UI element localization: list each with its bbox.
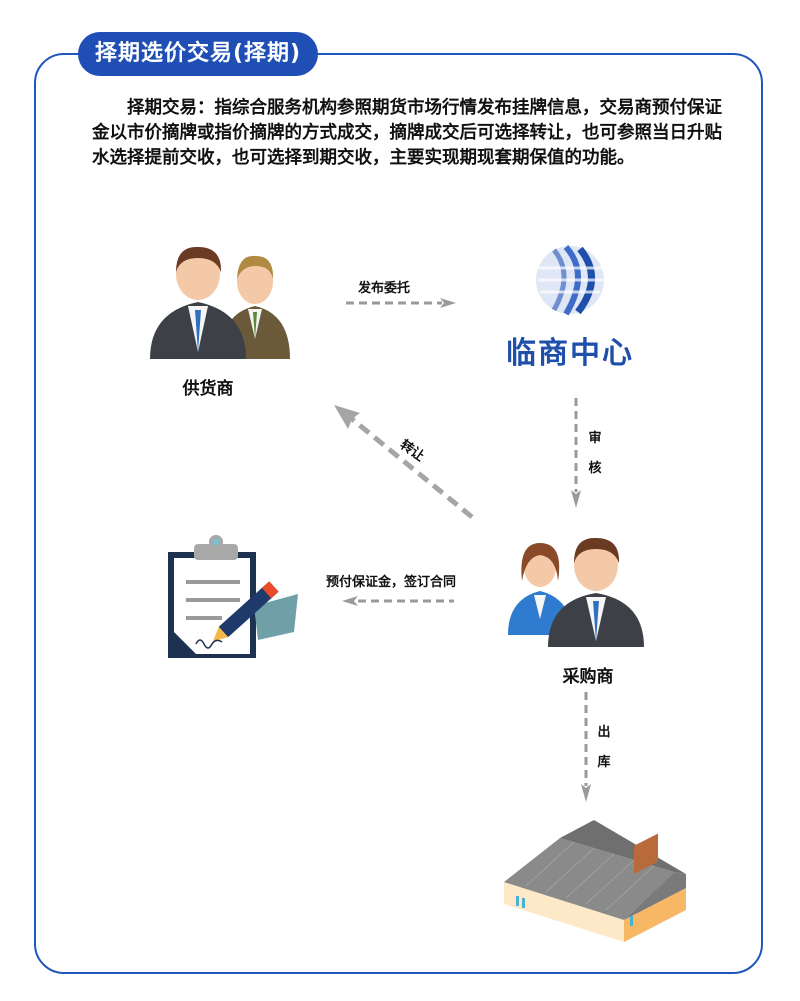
outbound-arrow (581, 692, 591, 802)
supplier-label: 供货商 (182, 379, 234, 399)
outbound-label: 出 库 (596, 718, 612, 778)
review-label-char: 核 (588, 461, 602, 476)
publish-arrow (346, 298, 456, 308)
center-label: 临商中心 (506, 336, 634, 371)
clipboard-contract-icon (168, 535, 298, 658)
globe-logo-icon (536, 245, 604, 316)
supplier-people-icon (150, 246, 290, 359)
diagram-frame (34, 53, 763, 974)
review-label-char: 审 (588, 431, 602, 446)
outbound-label-char: 出 (597, 725, 611, 740)
intro-paragraph: 择期交易：指综合服务机构参照期货市场行情发布挂牌信息，交易商预付保证金以市价摘牌… (92, 96, 732, 171)
outbound-label-char: 库 (597, 755, 611, 770)
review-arrow (571, 398, 581, 508)
purchaser-label: 采购商 (562, 667, 614, 687)
sign-label: 预付保证金，签订合同 (326, 575, 457, 590)
purchaser-people-icon (508, 537, 644, 647)
sign-arrow (342, 596, 454, 606)
review-label: 审 核 (587, 424, 603, 484)
publish-label: 发布委托 (358, 281, 411, 296)
warehouse-icon (504, 820, 686, 942)
transfer-arrow (334, 405, 474, 519)
intro-text: 择期交易：指综合服务机构参照期货市场行情发布挂牌信息，交易商预付保证金以市价摘牌… (92, 98, 722, 168)
diagram-title: 择期选价交易(择期) (78, 32, 318, 76)
